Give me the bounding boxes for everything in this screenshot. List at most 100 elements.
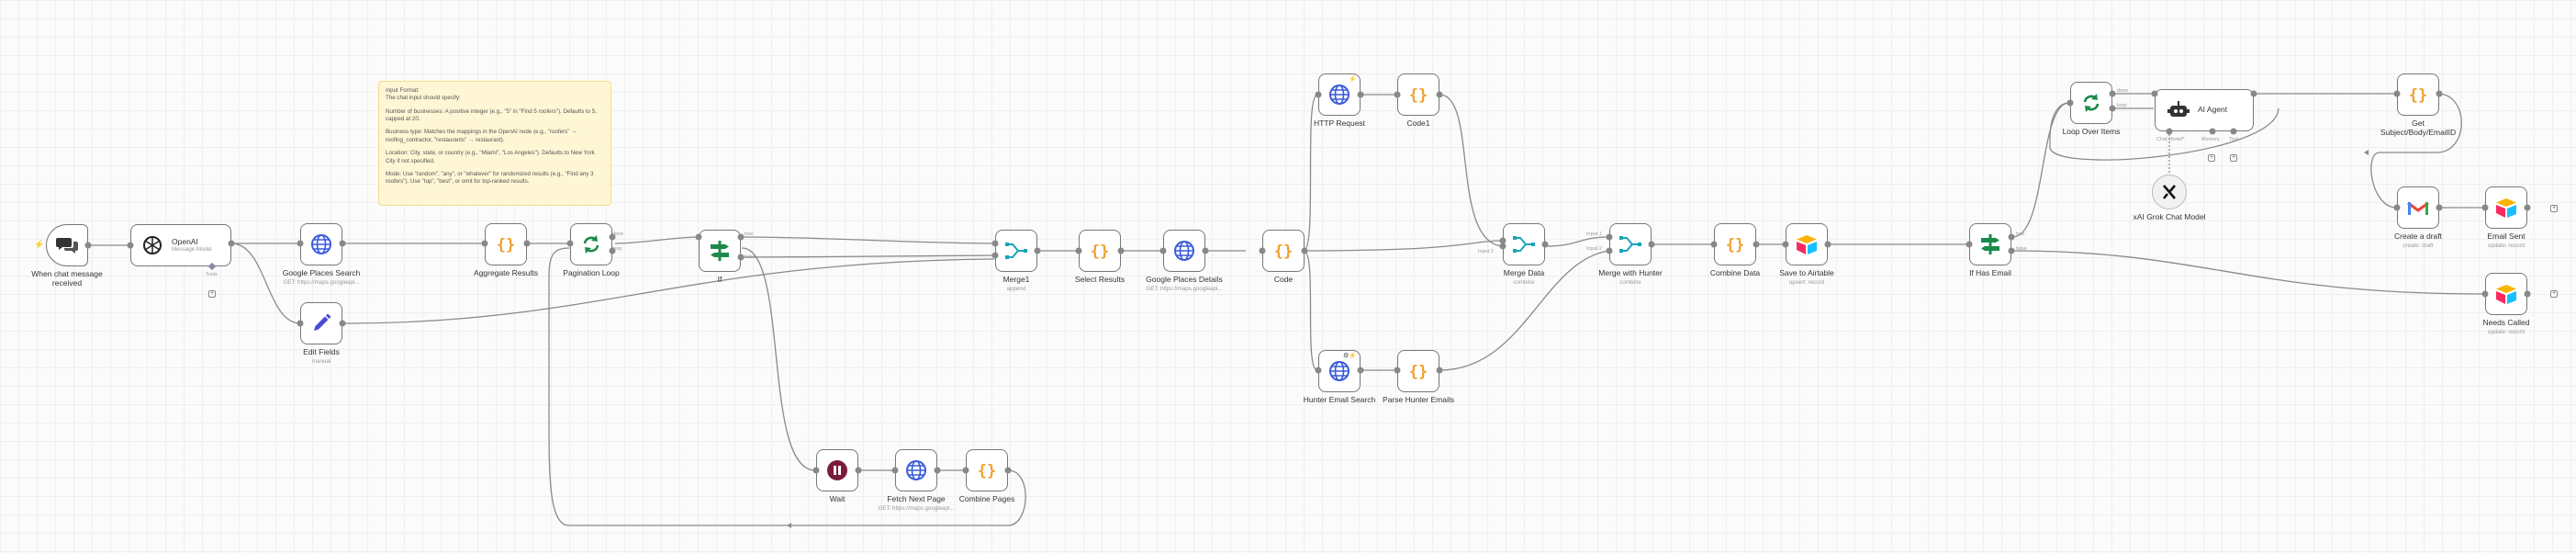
- connection-port[interactable]: [962, 467, 969, 474]
- connection-port[interactable]: [84, 242, 92, 249]
- connection-port[interactable]: [127, 242, 134, 249]
- connection-port[interactable]: [1824, 241, 1831, 248]
- connection-port[interactable]: [2066, 99, 2074, 107]
- openai-node[interactable]: OpenAI Message Model: [130, 224, 231, 266]
- input-format-sticky-note[interactable]: Input Format: The chat input should spec…: [378, 81, 611, 206]
- connection-port[interactable]: [523, 240, 531, 247]
- connection-port[interactable]: [2393, 90, 2401, 97]
- connection-port[interactable]: [1606, 247, 1613, 254]
- connection-port[interactable]: [991, 252, 999, 259]
- connection-port[interactable]: [2436, 204, 2443, 211]
- get-subject-body-emailid-node[interactable]: {}: [2397, 73, 2439, 116]
- connection-port[interactable]: [1436, 91, 1443, 98]
- http-request-node[interactable]: ⚡: [1318, 73, 1361, 116]
- merge-data-node[interactable]: [1503, 223, 1545, 265]
- connection-port[interactable]: [1004, 467, 1012, 474]
- connection-port[interactable]: [855, 467, 862, 474]
- connection-port[interactable]: [1753, 241, 1760, 248]
- connection-port[interactable]: [1357, 367, 1364, 374]
- connection-port[interactable]: [2250, 90, 2257, 97]
- connection-port[interactable]: [481, 240, 488, 247]
- xai-grok-chat-model-node[interactable]: [2152, 175, 2187, 209]
- email-sent-node[interactable]: [2485, 186, 2527, 229]
- connection-port[interactable]: [1202, 247, 1209, 254]
- connection-port[interactable]: [1436, 367, 1443, 374]
- connection-port[interactable]: [609, 233, 616, 241]
- chat-trigger-node[interactable]: [46, 224, 88, 266]
- connection-port[interactable]: [2524, 290, 2531, 298]
- connection-port[interactable]: [2109, 90, 2116, 97]
- merge-with-hunter-node[interactable]: [1609, 223, 1652, 265]
- hunter-email-search-node[interactable]: ⚙⚡: [1318, 350, 1361, 392]
- needs-called-add-button[interactable]: +: [2550, 290, 2558, 298]
- edit-fields-node[interactable]: [300, 302, 342, 344]
- connection-port[interactable]: [1966, 241, 1973, 248]
- connection-port[interactable]: [2008, 233, 2015, 241]
- connection-port[interactable]: [891, 467, 899, 474]
- connection-port[interactable]: [1782, 241, 1789, 248]
- connection-port[interactable]: [2524, 204, 2531, 211]
- connection-port[interactable]: [2151, 90, 2158, 97]
- connection-port[interactable]: [297, 320, 304, 327]
- combine-data-node[interactable]: {}: [1714, 223, 1756, 265]
- connection-port[interactable]: [228, 240, 235, 247]
- connection-port[interactable]: [1315, 91, 1322, 98]
- connection-port[interactable]: [1357, 91, 1364, 98]
- connection-port[interactable]: [737, 254, 745, 261]
- google-places-details-node[interactable]: [1163, 230, 1205, 272]
- connection-port[interactable]: [1541, 241, 1549, 248]
- connection-port[interactable]: [2436, 90, 2443, 97]
- connection-port[interactable]: [1259, 247, 1266, 254]
- pagination-loop-node[interactable]: [570, 223, 612, 265]
- wait-node[interactable]: [816, 449, 858, 491]
- combine-pages-node[interactable]: {}: [966, 449, 1008, 491]
- ai-agent-add-tool-button[interactable]: +: [2230, 154, 2237, 162]
- connection-port[interactable]: [737, 233, 745, 241]
- openai-add-tool-button[interactable]: +: [208, 290, 216, 298]
- connection-port[interactable]: [2393, 204, 2401, 211]
- connection-port[interactable]: [339, 240, 346, 247]
- connection-port[interactable]: [297, 240, 304, 247]
- code1-node[interactable]: {}: [1397, 73, 1439, 116]
- connection-port[interactable]: [1301, 247, 1308, 254]
- save-to-airtable-node[interactable]: [1786, 223, 1828, 265]
- connection-port[interactable]: [1710, 241, 1718, 248]
- needs-called-node[interactable]: [2485, 273, 2527, 315]
- connection-port[interactable]: [1648, 241, 1655, 248]
- code-node[interactable]: {}: [1262, 230, 1305, 272]
- create-a-draft-node[interactable]: [2397, 186, 2439, 229]
- connection-port[interactable]: [1499, 237, 1506, 244]
- parse-hunter-emails-node[interactable]: {}: [1397, 350, 1439, 392]
- connection-port[interactable]: [1606, 233, 1613, 241]
- connection-port[interactable]: [1394, 91, 1401, 98]
- connection-port[interactable]: [1394, 367, 1401, 374]
- connection-port[interactable]: [812, 467, 820, 474]
- connection-port[interactable]: [609, 247, 616, 254]
- connection-port[interactable]: [934, 467, 941, 474]
- merge1-node[interactable]: [995, 230, 1037, 272]
- connection-port[interactable]: [1315, 367, 1322, 374]
- connection-port[interactable]: [1499, 243, 1506, 250]
- if-has-email-node[interactable]: [1969, 223, 2011, 265]
- connection-port[interactable]: [566, 240, 574, 247]
- connection-port[interactable]: [339, 320, 346, 327]
- if-node[interactable]: [699, 230, 741, 272]
- loop-over-items-node[interactable]: [2070, 82, 2112, 124]
- connection-port[interactable]: [2209, 128, 2216, 135]
- connection-port[interactable]: [695, 233, 702, 241]
- connection-port[interactable]: [2166, 128, 2173, 135]
- connection-port[interactable]: [2481, 290, 2489, 298]
- email-sent-add-button[interactable]: +: [2550, 205, 2558, 212]
- ai-agent-add-memory-button[interactable]: +: [2208, 154, 2215, 162]
- aggregate-results-node[interactable]: {}: [485, 223, 527, 265]
- connection-port[interactable]: [2109, 105, 2116, 112]
- fetch-next-page-node[interactable]: [895, 449, 937, 491]
- ai-agent-node[interactable]: AI Agent: [2155, 89, 2254, 131]
- connection-port[interactable]: [2008, 247, 2015, 254]
- google-places-search-node[interactable]: [300, 223, 342, 265]
- connection-port[interactable]: [991, 240, 999, 247]
- connection-port[interactable]: [1159, 247, 1167, 254]
- connection-port[interactable]: [2230, 128, 2237, 135]
- select-results-node[interactable]: {}: [1079, 230, 1121, 272]
- connection-port[interactable]: [1117, 247, 1125, 254]
